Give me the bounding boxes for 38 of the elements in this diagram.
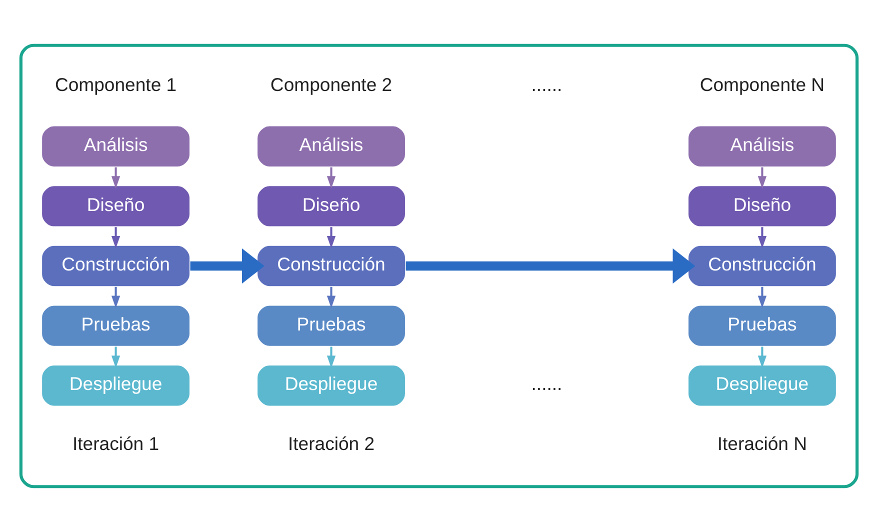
arrow: [758, 227, 767, 248]
label: ......: [531, 74, 562, 96]
node-box: Pruebas: [256, 304, 406, 347]
arrow: [406, 248, 696, 284]
arrow: [326, 286, 336, 308]
node-box: Despliegue: [256, 364, 406, 407]
node-box: Análisis: [687, 125, 837, 168]
cluster: [19, 44, 859, 488]
node-box: Despliegue: [41, 364, 191, 407]
node-box: Construcción: [687, 244, 837, 288]
node-box: Despliegue: [687, 364, 837, 407]
label: Componente N: [700, 74, 825, 96]
arrow: [190, 248, 264, 284]
label: Iteración 2: [288, 432, 375, 454]
label: Componente 1: [54, 74, 177, 96]
node-box: Análisis: [256, 125, 406, 168]
node-box: Diseño: [256, 185, 406, 228]
arrow: [111, 346, 120, 368]
node-box: Pruebas: [687, 304, 837, 347]
arrow: [111, 227, 120, 248]
label: Iteración 1: [72, 432, 160, 454]
label: ......: [531, 373, 562, 394]
label: Iteración N: [717, 432, 808, 454]
node-box: Pruebas: [41, 304, 191, 347]
arrow: [326, 167, 336, 189]
node-box: Diseño: [41, 185, 191, 228]
label: Componente 2: [270, 74, 392, 96]
node-box: Construcción: [256, 244, 406, 288]
arrow: [326, 346, 336, 368]
arrow: [111, 167, 120, 189]
node-box: Construcción: [41, 244, 191, 288]
arrow: [758, 167, 767, 189]
arrow: [326, 227, 336, 248]
arrow: [758, 286, 767, 308]
arrow: [758, 346, 767, 368]
arrow: [111, 286, 120, 308]
node-box: Análisis: [41, 125, 191, 168]
node-box: Diseño: [687, 185, 837, 228]
